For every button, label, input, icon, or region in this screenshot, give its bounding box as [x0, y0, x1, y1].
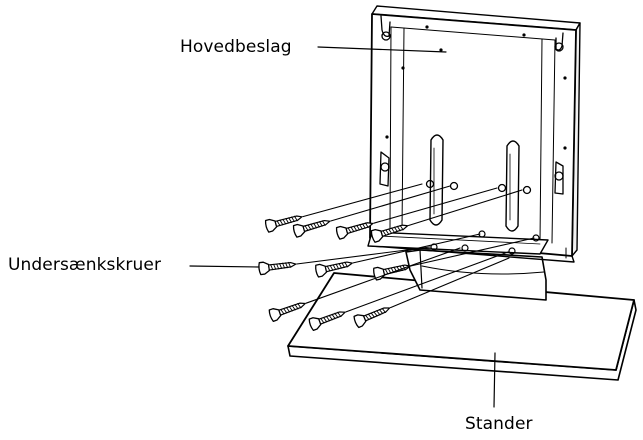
screw-guide-line — [296, 246, 431, 265]
screw — [258, 261, 297, 276]
screw — [335, 222, 374, 240]
main-bracket — [367, 5, 581, 263]
screw-guide-line — [352, 233, 481, 264]
screw-guide-line — [410, 237, 535, 267]
countersunk-screws — [258, 183, 535, 332]
screw — [353, 307, 391, 329]
screw — [264, 215, 303, 233]
countersunk-screws-label: Undersænkskruer — [8, 255, 162, 275]
screw-guide-line — [305, 247, 461, 304]
stand-base — [287, 272, 637, 381]
screw — [308, 311, 346, 332]
screw-guide-line — [302, 183, 423, 218]
screw — [373, 264, 411, 281]
screw-guide-line — [389, 257, 510, 309]
screw-guide-line — [330, 185, 451, 222]
screw-guide-line — [373, 187, 498, 224]
leader-line-screws — [189, 265, 260, 268]
screw-guide-line — [345, 251, 509, 313]
screw — [268, 302, 306, 322]
screw — [292, 219, 331, 238]
screw — [315, 261, 353, 278]
main-bracket-label: Hovedbeslag — [180, 37, 292, 57]
leader-line-stand — [493, 352, 496, 408]
screw — [370, 224, 409, 243]
screw-guide-line — [407, 189, 523, 227]
leader-line-main-bracket — [317, 46, 447, 53]
stand-label: Stander — [465, 414, 533, 434]
